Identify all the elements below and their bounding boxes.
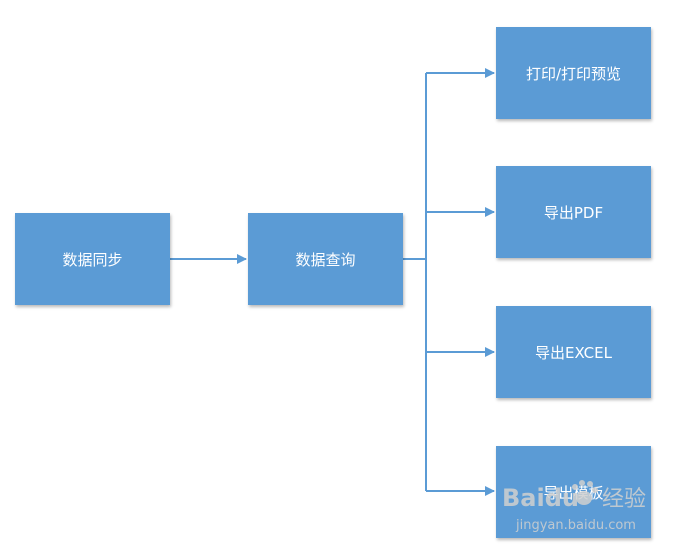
node-data-query-label: 数据查询 (295, 250, 356, 269)
baidu-jingyan-watermark: Baidu 经验 jingyan.baidu.com (502, 480, 646, 533)
node-export-excel-label: 导出EXCEL (535, 343, 612, 362)
watermark-jingyan: 经验 (602, 487, 646, 512)
node-data-query: 数据查询 (248, 213, 403, 305)
node-print-label: 打印/打印预览 (525, 64, 622, 83)
node-data-sync: 数据同步 (15, 213, 170, 305)
node-export-pdf-label: 导出PDF (543, 203, 604, 222)
node-export-template: 导出模板 (496, 446, 651, 538)
node-export-excel: 导出EXCEL (496, 306, 651, 398)
watermark-url: jingyan.baidu.com (515, 518, 636, 533)
watermark-brand: Baidu (502, 484, 579, 512)
node-data-sync-label: 数据同步 (62, 250, 123, 269)
node-export-pdf: 导出PDF (496, 166, 651, 258)
node-print: 打印/打印预览 (496, 27, 651, 119)
paw-icon (572, 480, 598, 505)
